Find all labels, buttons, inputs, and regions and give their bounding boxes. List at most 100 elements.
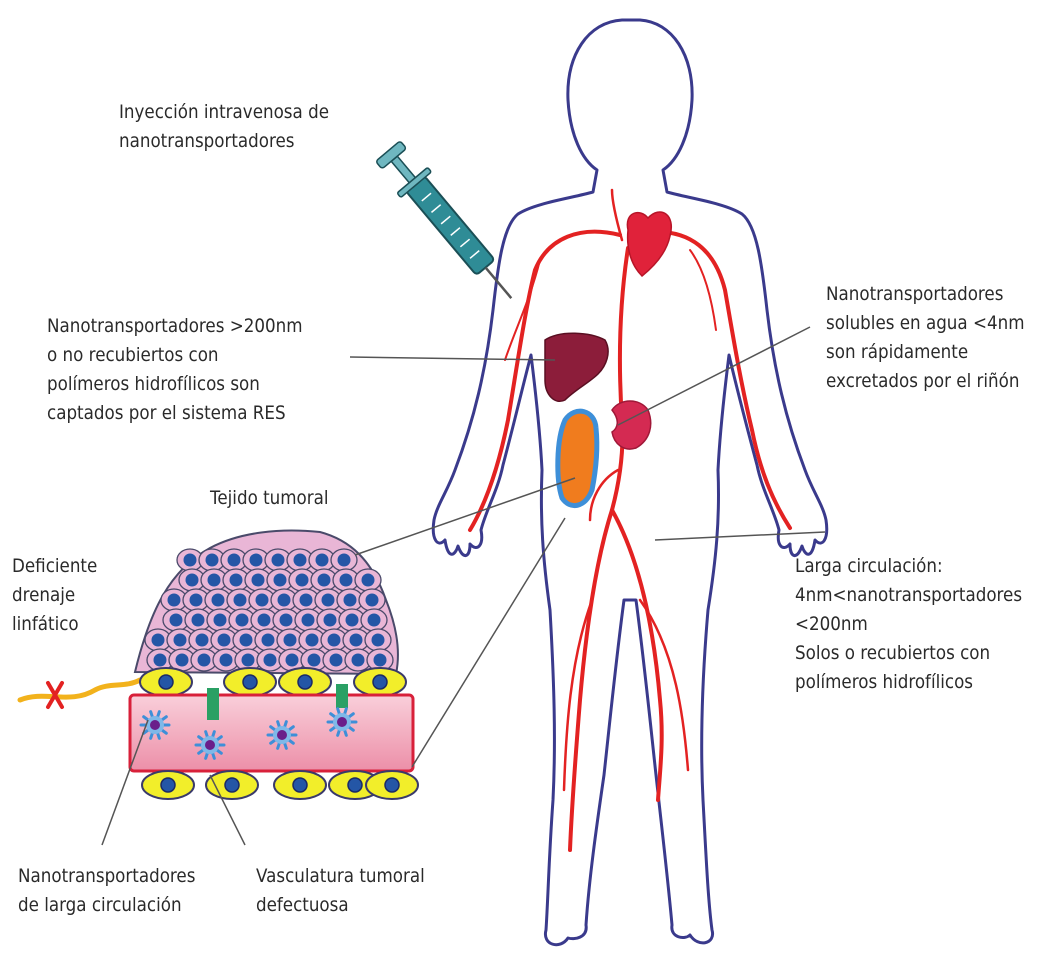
endothelial-nucleus — [373, 675, 387, 689]
cell-nucleus — [366, 594, 379, 607]
tumor-tissue-label: Tejido tumoral — [210, 484, 329, 513]
cell-nucleus — [186, 574, 199, 587]
kidney-line-2: solubles en agua <4nm — [826, 309, 1025, 338]
cell-nucleus — [330, 654, 343, 667]
cell-nucleus — [250, 554, 263, 567]
endothelial-nucleus — [298, 675, 312, 689]
cell-nucleus — [308, 654, 321, 667]
endothelial-nucleus — [348, 778, 362, 792]
cell-nucleus — [352, 654, 365, 667]
cell-nucleus — [152, 634, 165, 647]
long-circ-line-1: Larga circulación: — [795, 552, 1022, 581]
endothelial-nucleus — [385, 778, 399, 792]
lymph-line-2: drenaje — [12, 581, 97, 610]
lymph-label: Deficiente drenaje linfático — [12, 552, 97, 639]
endothelial-nucleus — [243, 675, 257, 689]
cell-nucleus — [176, 654, 189, 667]
res-label: Nanotransportadores >200nm o no recubier… — [47, 312, 303, 428]
cell-nucleus — [300, 594, 313, 607]
long-circ-line-4: Solos o recubiertos con — [795, 639, 1022, 668]
leader-vessel — [412, 518, 565, 767]
cell-nucleus — [220, 654, 233, 667]
cell-nucleus — [278, 594, 291, 607]
cell-nucleus — [286, 654, 299, 667]
vasculature-line-2: defectuosa — [256, 891, 425, 920]
res-line-2: o no recubiertos con — [47, 341, 303, 370]
cell-nucleus — [350, 634, 363, 647]
cell-nucleus — [264, 654, 277, 667]
cell-nucleus — [170, 614, 183, 627]
cell-nucleus — [168, 594, 181, 607]
cell-nucleus — [206, 554, 219, 567]
cell-nucleus — [324, 614, 337, 627]
kidney-line-4: excretados por el riñón — [826, 367, 1025, 396]
cell-nucleus — [214, 614, 227, 627]
res-line-4: captados por el sistema RES — [47, 399, 303, 428]
endothelial-nucleus — [225, 778, 239, 792]
res-line-1: Nanotransportadores >200nm — [47, 312, 303, 341]
cell-nucleus — [368, 614, 381, 627]
vasculature-label: Vasculatura tumoral defectuosa — [256, 862, 425, 920]
kidney-line-1: Nanotransportadores — [826, 280, 1025, 309]
cell-nucleus — [184, 554, 197, 567]
cell-nucleus — [242, 654, 255, 667]
leader-long-carriers — [102, 720, 148, 845]
cell-nucleus — [198, 654, 211, 667]
lymph-vessel — [20, 680, 140, 700]
endothelial-nucleus — [161, 778, 175, 792]
cell-nucleus — [296, 574, 309, 587]
long-circulation-label: Larga circulación: 4nm<nanotransportador… — [795, 552, 1022, 697]
long-circ-line-2: 4nm<nanotransportadores — [795, 581, 1022, 610]
kidney-label: Nanotransportadores solubles en agua <4n… — [826, 280, 1025, 396]
cell-nucleus — [154, 654, 167, 667]
lymph-line-1: Deficiente — [12, 552, 97, 581]
cell-nucleus — [302, 614, 315, 627]
vasculature-line-1: Vasculatura tumoral — [256, 862, 425, 891]
cell-nucleus — [372, 634, 385, 647]
cell-nucleus — [284, 634, 297, 647]
cell-nucleus — [274, 574, 287, 587]
cell-nucleus — [230, 574, 243, 587]
endothelial-nucleus — [159, 675, 173, 689]
cell-nucleus — [228, 554, 241, 567]
cell-nucleus — [190, 594, 203, 607]
cell-nucleus — [258, 614, 271, 627]
cell-nucleus — [218, 634, 231, 647]
cell-nucleus — [236, 614, 249, 627]
cell-nucleus — [234, 594, 247, 607]
cell-nucleus — [338, 554, 351, 567]
cell-nucleus — [346, 614, 359, 627]
cell-nucleus — [208, 574, 221, 587]
endothelial-nucleus — [293, 778, 307, 792]
injection-label: Inyección intravenosa de nanotransportad… — [119, 98, 329, 156]
tumor-blood-vessel — [130, 695, 413, 771]
cell-nucleus — [252, 574, 265, 587]
cell-nucleus — [362, 574, 375, 587]
cell-nucleus — [262, 634, 275, 647]
lymph-line-3: linfático — [12, 610, 97, 639]
tumor-tissue-text: Tejido tumoral — [210, 484, 329, 513]
tumor-cell-cluster — [135, 531, 398, 674]
tumor-organ — [558, 411, 597, 505]
injection-line-1: Inyección intravenosa de — [119, 98, 329, 127]
cell-nucleus — [256, 594, 269, 607]
cell-nucleus — [318, 574, 331, 587]
cell-nucleus — [316, 554, 329, 567]
cell-nucleus — [272, 554, 285, 567]
cell-nucleus — [294, 554, 307, 567]
long-circ-line-3: <200nm — [795, 610, 1022, 639]
cell-nucleus — [306, 634, 319, 647]
cell-nucleus — [328, 634, 341, 647]
kidney-line-3: son rápidamente — [826, 338, 1025, 367]
res-line-3: polímeros hidrofílicos son — [47, 370, 303, 399]
cell-nucleus — [240, 634, 253, 647]
cell-nucleus — [192, 614, 205, 627]
long-carriers-line-2: de larga circulación — [18, 891, 195, 920]
endothelial-bottom-layer — [142, 771, 418, 799]
cell-nucleus — [280, 614, 293, 627]
cell-nucleus — [174, 634, 187, 647]
long-carriers-line-1: Nanotransportadores — [18, 862, 195, 891]
cell-nucleus — [322, 594, 335, 607]
cell-nucleus — [374, 654, 387, 667]
cell-nucleus — [212, 594, 225, 607]
